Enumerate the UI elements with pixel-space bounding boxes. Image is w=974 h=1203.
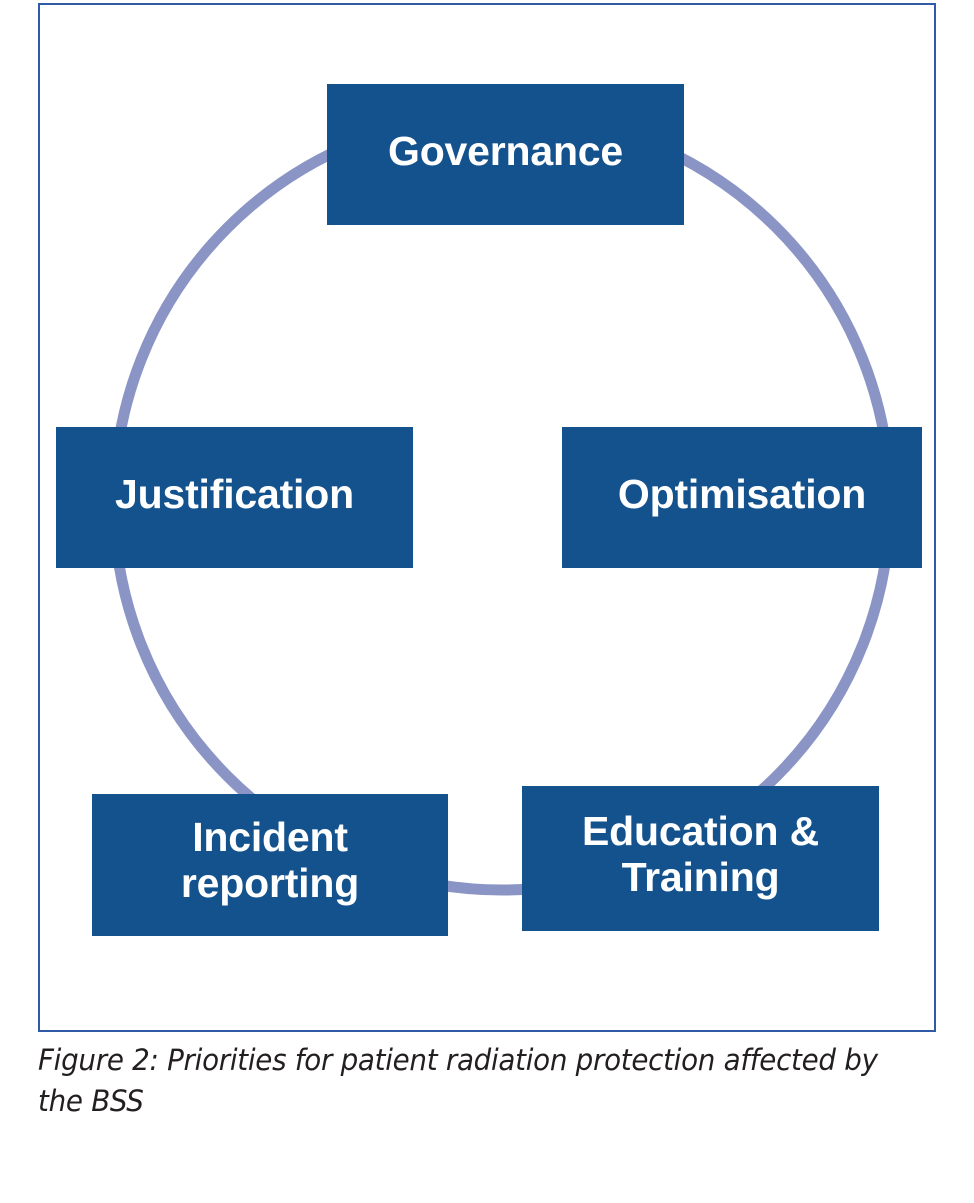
- node-justification[interactable]: Justification: [56, 427, 413, 568]
- node-education-training-label: Education & Training: [582, 807, 819, 900]
- node-education-training[interactable]: Education & Training: [522, 786, 879, 931]
- node-optimisation[interactable]: Optimisation: [562, 427, 922, 568]
- figure-caption: Figure 2: Priorities for patient radiati…: [38, 1043, 878, 1118]
- node-justification-label: Justification: [115, 470, 354, 517]
- node-governance-label: Governance: [388, 127, 623, 174]
- node-governance[interactable]: Governance: [327, 84, 684, 225]
- node-optimisation-label: Optimisation: [617, 470, 867, 517]
- diagram-frame: Governance Optimisation Education & Trai…: [38, 3, 936, 1032]
- node-incident-reporting[interactable]: Incident reporting: [92, 794, 448, 936]
- node-incident-reporting-label: Incident reporting: [180, 814, 360, 906]
